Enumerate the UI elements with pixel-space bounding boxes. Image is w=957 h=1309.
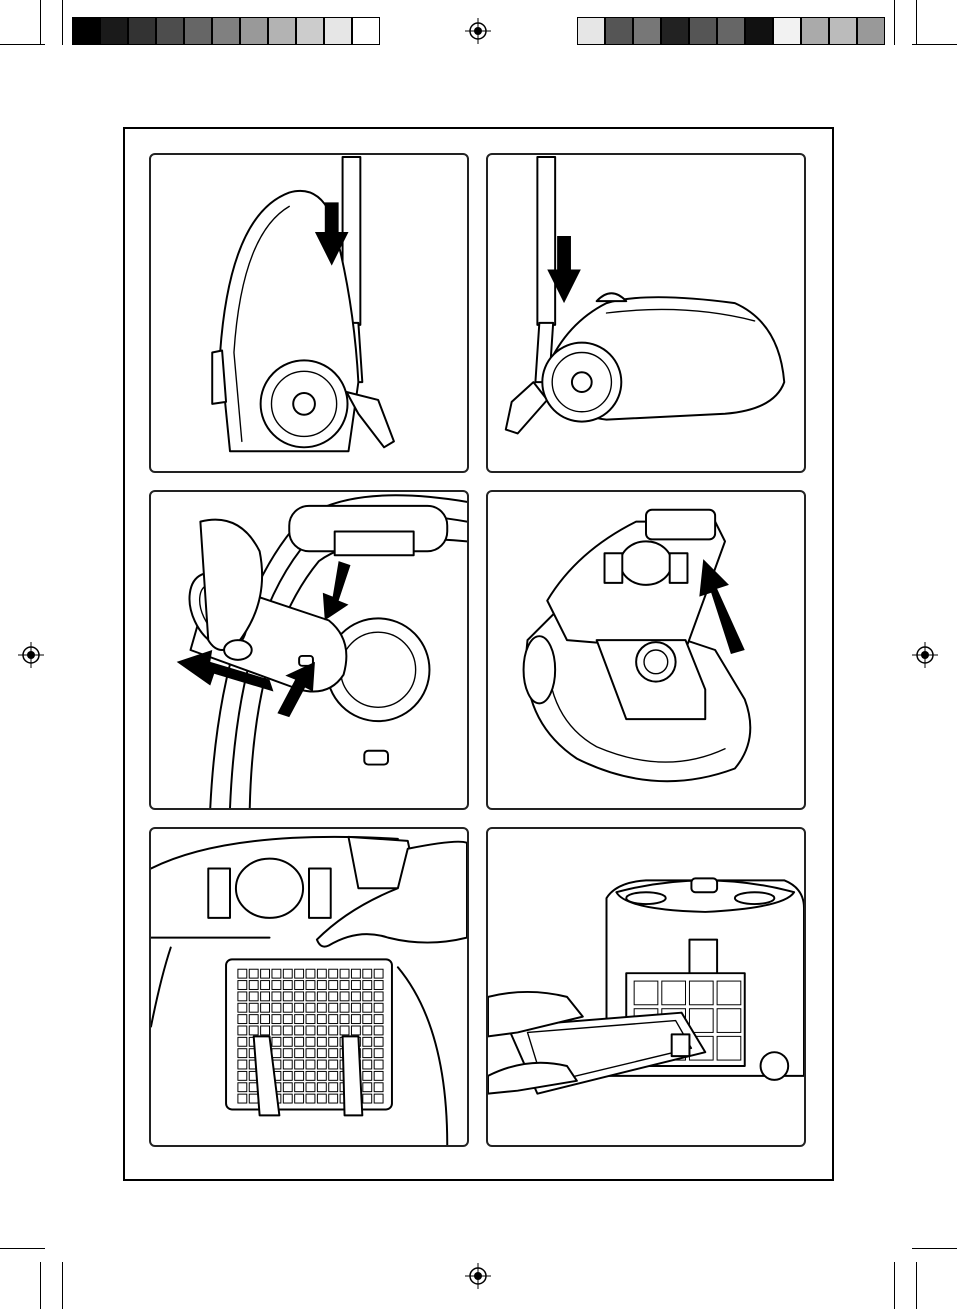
color-swatch: [801, 17, 829, 45]
color-swatch: [577, 17, 605, 45]
color-swatch: [745, 17, 773, 45]
color-swatch: [773, 17, 801, 45]
registration-mark-right-icon: [912, 642, 938, 668]
color-swatch: [605, 17, 633, 45]
panel-upright-storage: [149, 153, 469, 473]
color-swatch: [324, 17, 352, 45]
panel-exhaust-filter: [486, 827, 806, 1147]
color-swatch: [72, 17, 100, 45]
panel-lid-open: [486, 490, 806, 810]
vacuum-upright-icon: [151, 155, 467, 471]
panel-horizontal-parking: [486, 153, 806, 473]
illustration-frame: [123, 127, 834, 1181]
exhaust-filter-icon: [488, 829, 804, 1145]
color-swatch: [661, 17, 689, 45]
registration-mark-left-icon: [18, 642, 44, 668]
color-swatch: [212, 17, 240, 45]
color-swatch: [352, 17, 380, 45]
registration-mark-bottom-icon: [465, 1263, 491, 1289]
panel-motor-filter: [149, 827, 469, 1147]
color-swatch: [296, 17, 324, 45]
color-swatch: [156, 17, 184, 45]
hose-release-icon: [151, 492, 467, 808]
color-swatch: [689, 17, 717, 45]
color-swatch: [717, 17, 745, 45]
vacuum-horizontal-icon: [488, 155, 804, 471]
color-swatch: [268, 17, 296, 45]
filter-grid-icon: [151, 829, 467, 1145]
color-swatch: [633, 17, 661, 45]
color-swatch: [857, 17, 885, 45]
color-swatch: [184, 17, 212, 45]
color-swatch: [100, 17, 128, 45]
lid-open-icon: [488, 492, 804, 808]
color-swatch: [240, 17, 268, 45]
color-swatch: [829, 17, 857, 45]
registration-mark-top-icon: [465, 18, 491, 44]
panel-hose-removal: [149, 490, 469, 810]
color-swatch: [128, 17, 156, 45]
